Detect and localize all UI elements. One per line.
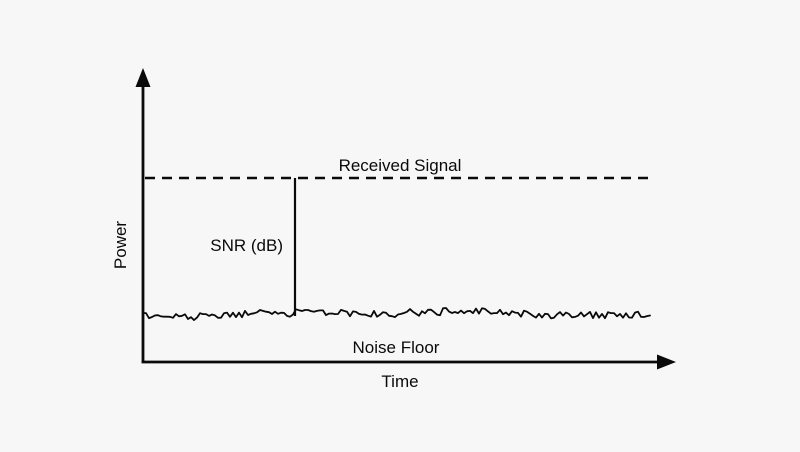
x-axis-label: Time: [381, 372, 418, 391]
noise-floor-line: [142, 307, 651, 322]
received-signal-label: Received Signal: [339, 156, 462, 175]
snr-label: SNR (dB): [210, 236, 283, 255]
y-axis-arrowhead-icon: [135, 68, 151, 87]
noise-floor-label: Noise Floor: [353, 338, 440, 357]
y-axis-label: Power: [111, 221, 130, 270]
x-axis-arrowhead-icon: [657, 354, 676, 370]
